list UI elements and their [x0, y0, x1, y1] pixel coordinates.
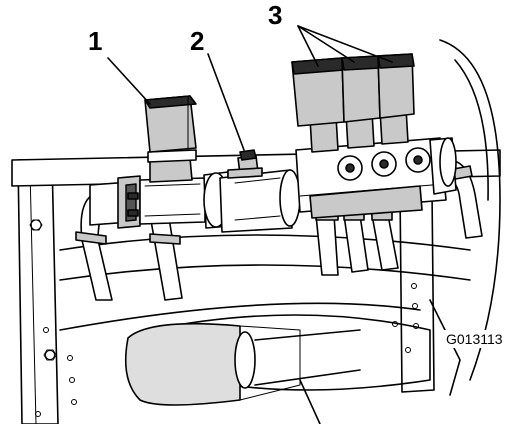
hoses — [75, 159, 483, 301]
callout-1: 1 — [88, 26, 102, 56]
callout-leaders — [107, 25, 393, 151]
callout-3: 3 — [268, 0, 282, 30]
figure-id-backdrop — [444, 330, 514, 348]
master-valve — [89, 95, 206, 229]
flowmeter — [203, 149, 301, 233]
section-valve-manifold — [291, 53, 457, 219]
callout-2: 2 — [190, 26, 204, 56]
figure-id: G013113 — [446, 331, 503, 347]
